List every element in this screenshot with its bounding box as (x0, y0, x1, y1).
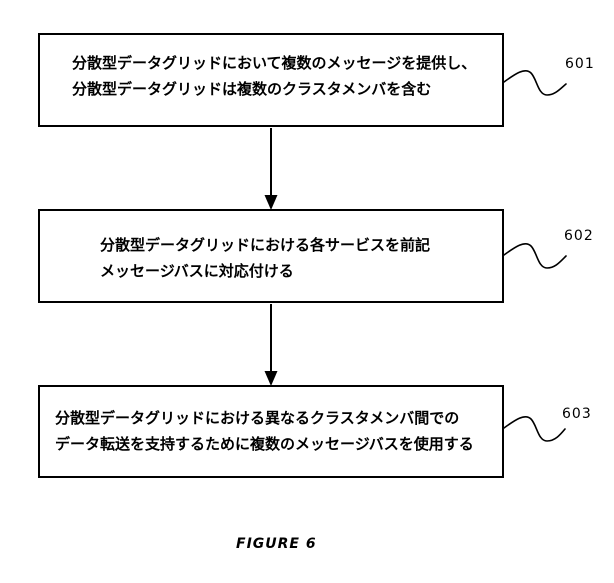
ref-numeral-601: 601 (565, 56, 595, 72)
flow-box-603: 分散型データグリッドにおける異なるクラスタメンバ間での データ転送を支持するため… (38, 385, 504, 478)
figure-caption: FIGURE 6 (236, 536, 317, 552)
flow-box-601-text: 分散型データグリッドにおいて複数のメッセージを提供し、 分散型データグリッドは複… (40, 35, 502, 102)
flow-arrow-1 (264, 128, 278, 210)
leader-line-602 (503, 242, 567, 269)
ref-numeral-603: 603 (562, 406, 592, 422)
leader-line-603 (503, 415, 566, 442)
leader-line-601 (503, 69, 567, 96)
flow-box-601-line-2: 分散型データグリッドは複数のクラスタメンバを含む (72, 80, 432, 98)
flow-box-603-line-1: 分散型データグリッドにおける異なるクラスタメンバ間での (55, 409, 460, 427)
flow-arrow-2 (264, 304, 278, 386)
flow-box-602: 分散型データグリッドにおける各サービスを前記 メッセージバスに対応付ける (38, 209, 504, 303)
flow-box-602-line-1: 分散型データグリッドにおける各サービスを前記 (100, 236, 431, 254)
flow-box-602-line-2: メッセージバスに対応付ける (100, 262, 294, 280)
flow-box-603-line-2: データ転送を支持するために複数のメッセージバスを使用する (55, 435, 474, 453)
flow-box-603-text: 分散型データグリッドにおける異なるクラスタメンバ間での データ転送を支持するため… (40, 387, 502, 457)
flow-box-602-text: 分散型データグリッドにおける各サービスを前記 メッセージバスに対応付ける (40, 211, 502, 284)
flow-box-601-line-1: 分散型データグリッドにおいて複数のメッセージを提供し、 (72, 54, 477, 72)
ref-numeral-602: 602 (564, 228, 594, 244)
flow-box-601: 分散型データグリッドにおいて複数のメッセージを提供し、 分散型データグリッドは複… (38, 33, 504, 127)
